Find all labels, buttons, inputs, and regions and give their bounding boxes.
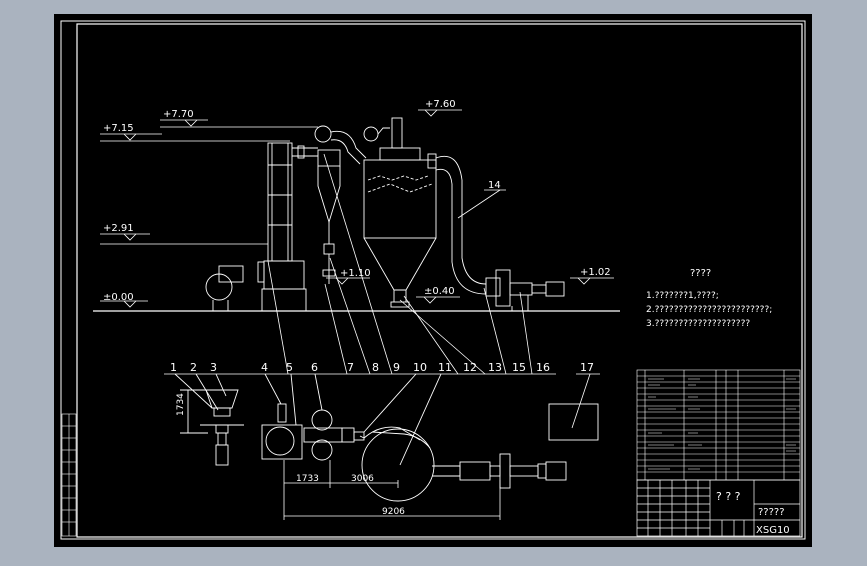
level-marker-040 bbox=[416, 296, 460, 304]
part-label-3: 3 bbox=[210, 361, 217, 374]
blower-fan bbox=[205, 265, 244, 311]
part-label-1: 1 bbox=[170, 361, 177, 374]
part-label-5: 5 bbox=[286, 361, 293, 374]
level-label-040: ±0.40 bbox=[424, 286, 455, 297]
level-marker-715 bbox=[100, 133, 290, 142]
component-17-box bbox=[548, 403, 599, 441]
drying-tower bbox=[363, 117, 437, 308]
level-label-770: +7.70 bbox=[163, 109, 194, 120]
air-duct-top bbox=[292, 125, 390, 165]
parts-list-table bbox=[636, 369, 801, 481]
part-label-10: 10 bbox=[413, 361, 427, 374]
note-line-3: 3.???????????????????? bbox=[646, 319, 750, 329]
part-label-4: 4 bbox=[261, 361, 268, 374]
note-line-2: 2.????????????????????????; bbox=[646, 305, 772, 315]
part-label-16: 16 bbox=[536, 361, 550, 374]
parts-list-fill bbox=[648, 378, 796, 470]
level-label-760: +7.60 bbox=[425, 99, 456, 110]
level-label-715: +7.15 bbox=[103, 123, 134, 134]
plan-view-tower bbox=[359, 373, 567, 502]
sheet-border-inner bbox=[76, 23, 803, 538]
drawing-sheet bbox=[54, 14, 812, 547]
elevation-leaders bbox=[267, 153, 533, 375]
feeder-motor bbox=[485, 269, 565, 311]
dim-9206: 9206 bbox=[382, 507, 405, 517]
part-label-17: 17 bbox=[580, 361, 594, 374]
level-marker-000 bbox=[100, 300, 148, 308]
plan-view-dimensions bbox=[283, 460, 501, 520]
part-label-7: 7 bbox=[347, 361, 354, 374]
sheet-border-outer bbox=[60, 20, 806, 540]
part-label-2: 2 bbox=[190, 361, 197, 374]
part-label-14: 14 bbox=[488, 180, 501, 191]
part-label-13: 13 bbox=[488, 361, 502, 374]
plan-view-feeder bbox=[174, 373, 244, 466]
part-label-8: 8 bbox=[372, 361, 379, 374]
hot-air-furnace bbox=[257, 142, 307, 312]
level-marker-291 bbox=[100, 233, 268, 245]
dim-1734: 1734 bbox=[176, 393, 186, 416]
dim-1733: 1733 bbox=[296, 474, 319, 484]
part-label-15: 15 bbox=[512, 361, 526, 374]
level-label-102: +1.02 bbox=[580, 267, 611, 278]
level-marker-770 bbox=[160, 119, 318, 128]
plan-view-furnace-fan bbox=[261, 373, 365, 461]
component-17-leader bbox=[571, 373, 591, 429]
part-label-11: 11 bbox=[438, 361, 452, 374]
level-label-110: +1.10 bbox=[340, 268, 371, 279]
level-marker-102 bbox=[570, 277, 614, 285]
notes-title: ???? bbox=[690, 268, 711, 279]
part-label-12: 12 bbox=[463, 361, 477, 374]
level-label-291: +2.91 bbox=[103, 223, 134, 234]
revision-strip bbox=[61, 413, 77, 537]
note-line-1: 1.???????1,????; bbox=[646, 291, 719, 301]
title-block-mid: ? ? ? bbox=[716, 490, 741, 503]
title-block-code: XSG10 bbox=[756, 525, 790, 536]
level-label-000: ±0.00 bbox=[103, 292, 134, 303]
part-label-6: 6 bbox=[311, 361, 318, 374]
title-block bbox=[636, 479, 801, 537]
level-marker-760 bbox=[418, 109, 462, 117]
title-block-name: ????? bbox=[758, 507, 785, 518]
return-duct bbox=[427, 153, 487, 295]
dim-3006: 3006 bbox=[351, 474, 374, 484]
part-label-9: 9 bbox=[393, 361, 400, 374]
